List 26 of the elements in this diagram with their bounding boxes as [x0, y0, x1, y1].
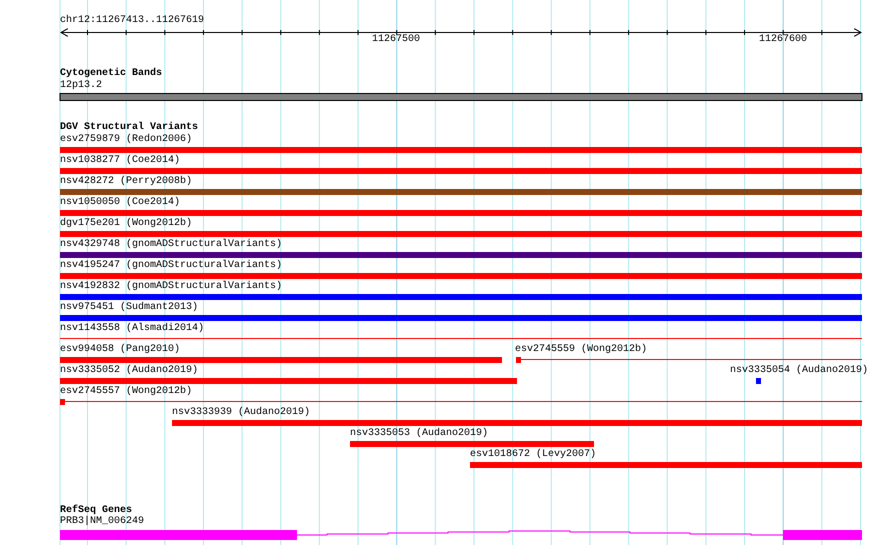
variant-label: esv1018672 (Levy2007)	[470, 449, 596, 461]
variant-label: nsv4192832 (gnomADStructuralVariants)	[60, 281, 282, 293]
variant-label: nsv1050050 (Coe2014)	[60, 197, 180, 209]
variant-label: nsv428272 (Perry2008b)	[60, 176, 192, 188]
variant-label: esv2745559 (Wong2012b)	[515, 344, 648, 356]
variant-label: esv994058 (Pang2010)	[60, 344, 180, 356]
variant-label: nsv3335054 (Audano2019)	[730, 365, 868, 377]
variant-label: nsv4329748 (gnomADStructuralVariants)	[60, 239, 282, 251]
gene-label: PRB3|NM_006249	[60, 516, 144, 528]
variant-label: nsv975451 (Sudmant2013)	[60, 302, 198, 314]
coordinate-range: chr12:11267413..11267619	[60, 15, 204, 27]
track-title: RefSeq Genes	[60, 505, 132, 516]
variant-label: nsv4195247 (gnomADStructuralVariants)	[60, 260, 282, 272]
variant-label: nsv1143558 (Alsmadi2014)	[60, 323, 204, 335]
variant-label: esv2745557 (Wong2012b)	[60, 386, 192, 398]
scale-number: 11267600	[759, 34, 808, 46]
variant-label: dgv175e201 (Wong2012b)	[60, 218, 192, 230]
variant-label: nsv3333939 (Audano2019)	[172, 407, 310, 419]
track-title: DGV Structural Variants	[60, 122, 198, 134]
band-label: 12p13.2	[60, 80, 102, 92]
variant-label: nsv3335052 (Audano2019)	[60, 365, 198, 377]
variant-label: nsv1038277 (Coe2014)	[60, 155, 180, 167]
variant-label: nsv3335053 (Audano2019)	[350, 428, 488, 440]
track-title: Cytogenetic Bands	[60, 68, 162, 80]
variant-label: esv2759879 (Redon2006)	[60, 134, 192, 146]
scale-number: 11267500	[372, 34, 420, 46]
